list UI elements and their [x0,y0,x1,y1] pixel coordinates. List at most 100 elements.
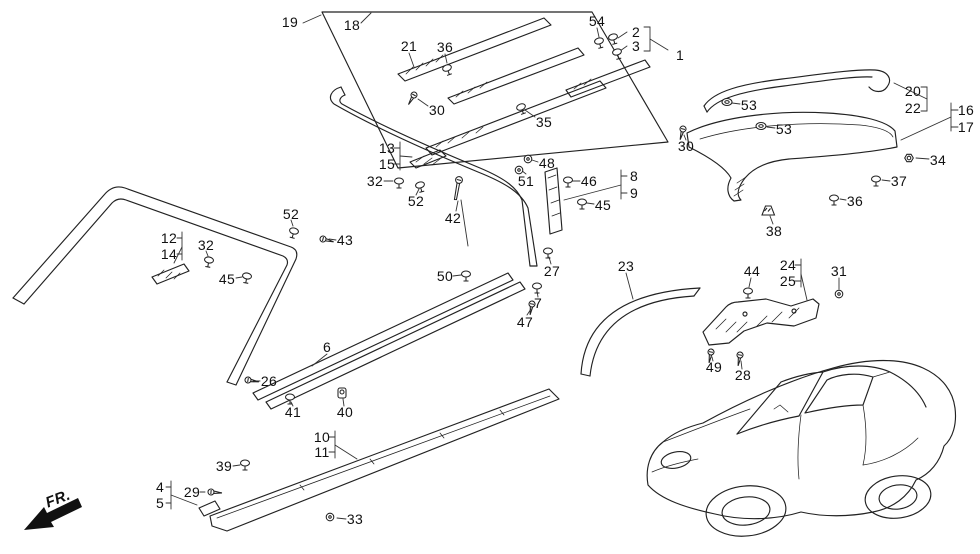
callout-12-34: 12 [160,230,178,246]
pillar-garnish-strip [544,167,563,235]
leader-line [444,53,448,64]
callout-30-8: 30 [428,102,446,118]
callout-14-35: 14 [160,246,178,262]
leader-line [731,102,741,105]
side-protector-strips [252,272,526,410]
callout-53-10: 53 [740,97,758,113]
clip-fastener-icon [542,247,554,259]
leader-line [900,116,952,141]
leader-line [596,27,600,38]
clip-fastener-icon [414,180,427,194]
fr-direction-arrow [24,498,82,530]
clip-fastener-icon [562,176,574,188]
leader-line [711,356,714,362]
callout-48-21: 48 [538,155,556,171]
callout-21-2: 21 [400,38,418,54]
screw-fastener-icon [318,234,335,246]
clip-fastener-icon [576,198,588,210]
callout-4-56: 4 [155,479,165,495]
leader-line [524,109,536,118]
leader-line [766,126,776,129]
leader-line [625,272,634,300]
screw-fastener-icon [734,350,745,367]
callout-10-53: 10 [313,429,331,445]
callout-47-46: 47 [516,314,534,330]
bolt-fastener-icon [325,512,335,522]
clip-fastener-icon [239,459,251,471]
callout-38-31: 38 [765,223,783,239]
callout-15-19: 15 [378,156,396,172]
corner-molding-bar [151,263,190,285]
callout-41-51: 41 [284,404,302,420]
bolt-fastener-icon [523,154,533,164]
callout-1-7: 1 [675,47,685,63]
callout-51-22: 51 [517,173,535,189]
leader-line [769,215,774,225]
clip-fastener-icon [287,226,300,240]
callout-44-40: 44 [743,263,761,279]
leader-line [173,246,183,264]
callout-17-15: 17 [957,119,975,135]
clip-fastener-icon [393,177,405,189]
callout-7-45: 7 [533,295,543,311]
leader-line [360,12,372,24]
leader-line [336,517,347,520]
callout-6-47: 6 [322,339,332,355]
callout-52-32: 52 [282,206,300,222]
leader-line [302,14,322,24]
callout-50-44: 50 [436,268,454,284]
leader-line [334,444,358,460]
callout-31-43: 31 [830,263,848,279]
lscrew-fastener-icon [450,175,464,201]
leader-line [235,276,243,279]
leader-line [460,199,469,247]
leader-line [417,98,429,107]
clip-fastener-icon [240,271,253,285]
leader-line [563,184,622,201]
leader-lines [165,12,959,520]
nut-fastener-icon [904,153,914,163]
clip-fastener-icon [531,282,543,294]
callout-40-52: 40 [336,404,354,420]
callout-32-20: 32 [366,173,384,189]
callout-33-59: 33 [346,511,364,527]
roof-molding-part1 [565,59,651,98]
callout-49-49: 49 [705,359,723,375]
grommet-fastener-icon [337,387,347,399]
callout-26-48: 26 [260,373,278,389]
clip-fastener-icon [593,36,606,50]
side-sill-molding [198,388,560,532]
callout-28-50: 28 [734,367,752,383]
clip-fastener-icon [742,287,754,299]
callout-20-12: 20 [904,83,922,99]
quarter-molding-upper [703,69,891,113]
callout-22-13: 22 [904,100,922,116]
leader-line [170,494,198,506]
callout-27-38: 27 [543,263,561,279]
leader-line [839,198,847,201]
callout-3-6: 3 [631,38,641,54]
leader-line [290,219,294,227]
leader-line [328,238,337,241]
leader-line [455,200,459,212]
callout-23-39: 23 [617,258,635,274]
callout-2-5: 2 [631,24,641,40]
callout-16-14: 16 [957,102,975,118]
leader-line [748,277,752,288]
screw-fastener-icon [207,488,223,497]
sill-bracket [702,298,820,346]
leader-line [683,134,687,141]
clip-fastener-icon [460,270,472,282]
callout-8-24: 8 [629,168,639,184]
callout-30-16: 30 [677,138,695,154]
leader-line [452,274,462,277]
roof-molding-strips [397,17,607,156]
leader-line [800,273,808,301]
oclip-fastener-icon [721,97,733,107]
leader-line [649,38,669,51]
clip-fastener-icon [284,393,296,405]
callout-11-54: 11 [314,444,330,460]
leader-line [586,202,595,205]
